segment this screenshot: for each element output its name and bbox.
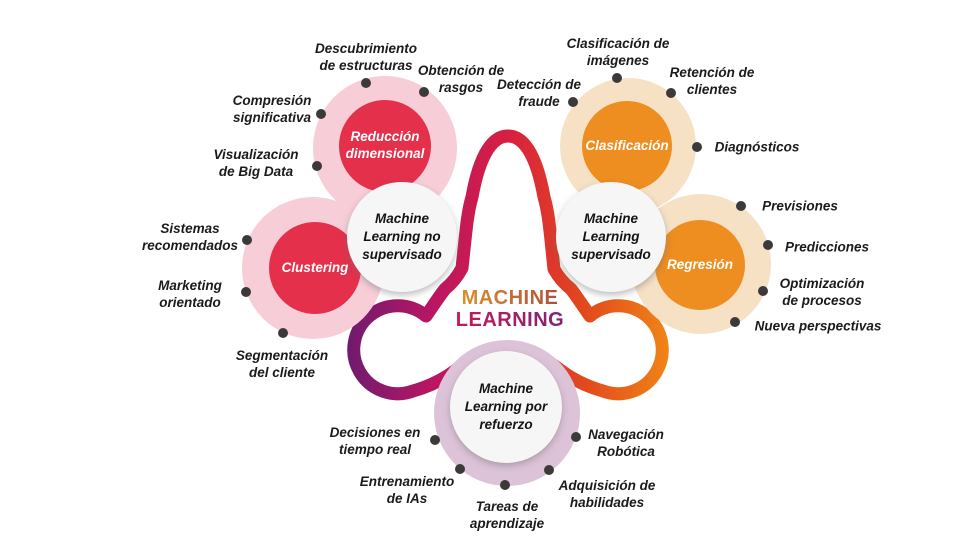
label-retencion-de-clientes: Retención de clientes	[669, 65, 755, 97]
dot-compresion-significativa	[316, 109, 326, 119]
label-obtencion-de-rasgos: Obtención de rasgos	[417, 63, 505, 95]
label-diagnosticos: Diagnósticos	[714, 139, 800, 155]
dot-descubrimiento-de-estructuras	[361, 78, 371, 88]
category-dimensional-reduction: Reducción dimensional	[339, 100, 431, 192]
dot-marketing-orientado	[241, 287, 251, 297]
dot-decisiones-en-tiempo-real	[430, 435, 440, 445]
label-marketing-orientado: Marketing orientado	[158, 278, 222, 310]
trefoil-path	[347, 129, 669, 401]
node-ml-por-refuerzo: Machine Learning por refuerzo	[450, 351, 562, 463]
label-entrenamiento-de-ias: Entrenamiento de IAs	[359, 474, 455, 506]
label-predicciones: Predicciones	[784, 239, 870, 255]
label-decisiones-en-tiempo-real: Decisiones en tiempo real	[329, 425, 421, 457]
label-compresion-significativa: Compresión significativa	[232, 93, 312, 125]
dot-deteccion-de-fraude	[568, 97, 578, 107]
category-regression: Regresión	[655, 220, 745, 310]
label-nueva-perspectivas: Nueva perspectivas	[754, 318, 882, 334]
dot-nueva-perspectivas	[730, 317, 740, 327]
dot-clasificacion-de-imagenes	[612, 73, 622, 83]
label-sistemas-recomendados: Sistemas recomendados	[141, 221, 239, 253]
dot-entrenamiento-de-ias	[455, 464, 465, 474]
title-learning: LEARNING	[455, 309, 565, 331]
dot-previsiones	[736, 201, 746, 211]
dot-adquisicion-de-habilidades	[544, 465, 554, 475]
node-ml-no-supervisado: Machine Learning no supervisado	[347, 182, 457, 292]
dot-obtencion-de-rasgos	[419, 87, 429, 97]
dot-tareas-de-aprendizaje	[500, 480, 510, 490]
label-optimizacion-de-procesos: Optimización de procesos	[779, 276, 865, 308]
diagram-title: MACHINE LEARNING	[456, 287, 564, 331]
dot-retencion-de-clientes	[666, 88, 676, 98]
label-previsiones: Previsiones	[762, 198, 838, 214]
dot-optimizacion-de-procesos	[758, 286, 768, 296]
dot-visualizacion-de-big-data	[312, 161, 322, 171]
label-deteccion-de-fraude: Detección de fraude	[496, 77, 582, 109]
dot-diagnosticos	[692, 142, 702, 152]
node-ml-supervisado: Machine Learning supervisado	[556, 182, 666, 292]
label-clasificacion-de-imagenes: Clasificación de imágenes	[566, 36, 670, 68]
label-visualizacion-de-big-data: Visualización de Big Data	[213, 147, 299, 179]
dot-sistemas-recomendados	[242, 235, 252, 245]
label-navegacion-robotica: Navegación Robótica	[588, 427, 664, 459]
title-machine: MACHINE	[456, 287, 564, 309]
dot-segmentacion-del-cliente	[278, 328, 288, 338]
category-clustering: Clustering	[269, 222, 361, 314]
label-segmentacion-del-cliente: Segmentación del cliente	[235, 348, 329, 380]
label-tareas-de-aprendizaje: Tareas de aprendizaje	[469, 499, 545, 531]
dot-navegacion-robotica	[571, 432, 581, 442]
label-descubrimiento-de-estructuras: Descubrimiento de estructuras	[314, 41, 418, 73]
category-classification: Clasificación	[582, 101, 672, 191]
label-adquisicion-de-habilidades: Adquisición de habilidades	[558, 478, 656, 510]
dot-predicciones	[763, 240, 773, 250]
